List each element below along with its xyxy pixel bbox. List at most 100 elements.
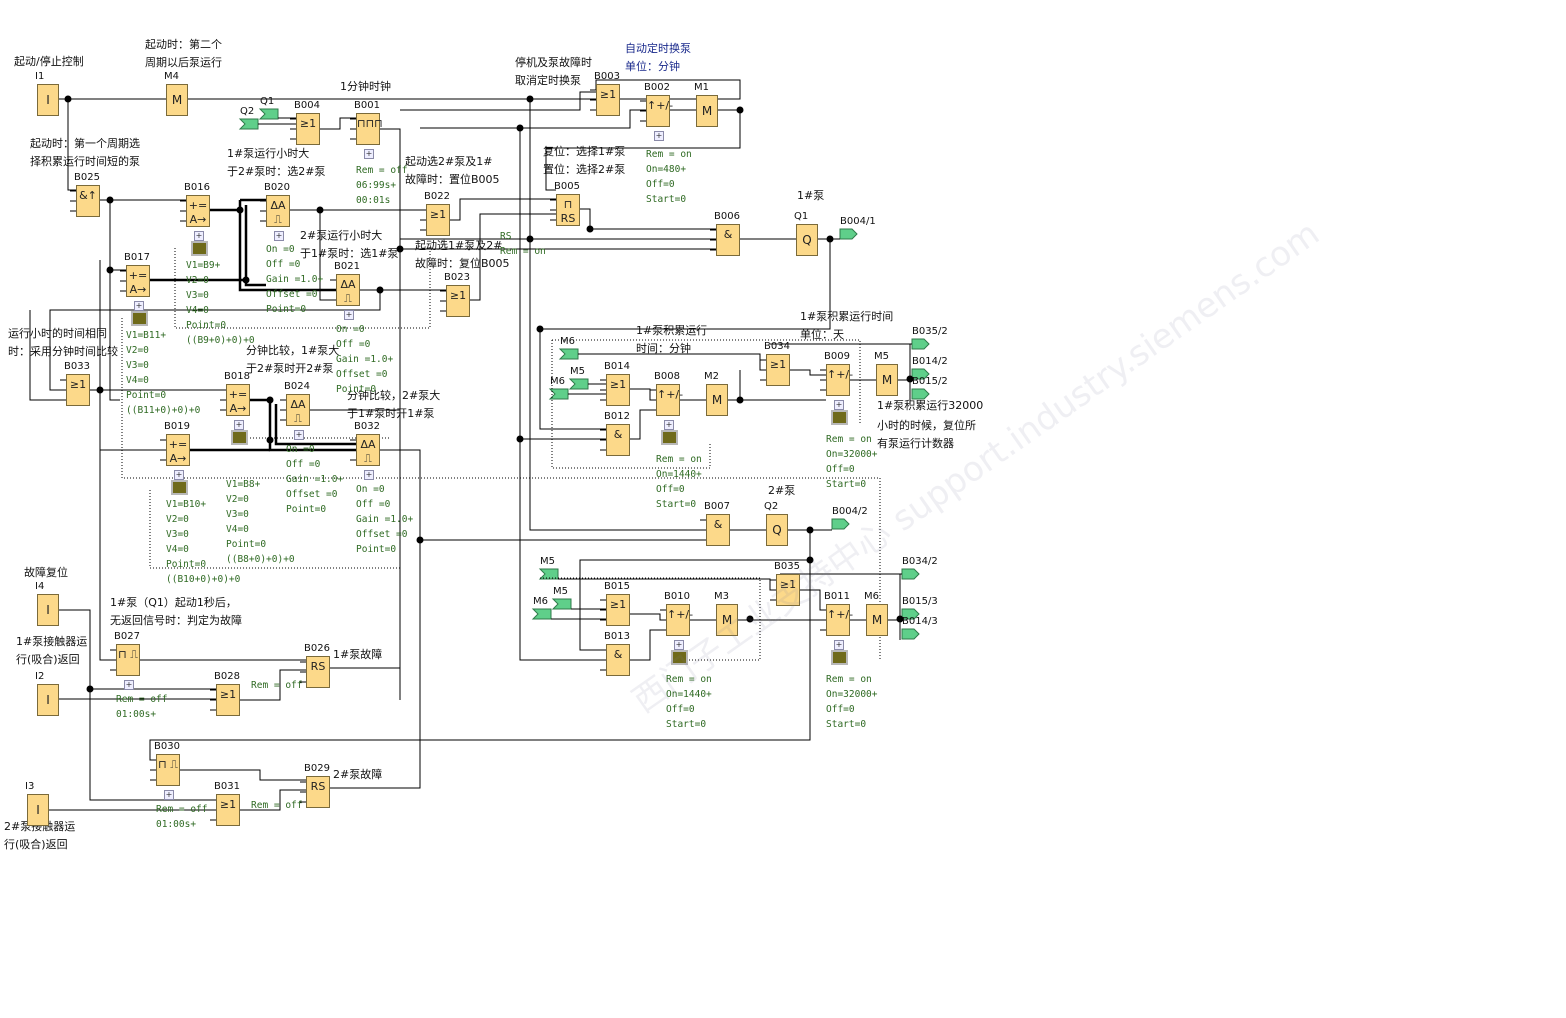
function-block-b035[interactable]: ≥1 [776, 574, 800, 606]
expand-icon[interactable]: + [294, 430, 304, 440]
function-block-b030[interactable]: ⊓ ⎍ [156, 754, 180, 786]
function-block-b021[interactable]: ΔA ⎍ [336, 274, 360, 306]
function-block-b034[interactable]: ≥1 [766, 354, 790, 386]
function-block-b020[interactable]: ΔA ⎍ [266, 195, 290, 227]
block-symbol: ≥1 [609, 378, 627, 391]
function-block-b019[interactable]: += A→ [166, 434, 190, 466]
function-block-q1[interactable]: Q [796, 224, 818, 256]
function-block-b024[interactable]: ΔA ⎍ [286, 394, 310, 426]
function-block-b007[interactable]: & [706, 514, 730, 546]
function-block-b002[interactable]: ↑+/- [646, 95, 673, 127]
expand-icon[interactable]: + [664, 420, 674, 430]
junction-dot [746, 615, 754, 623]
comment-text: 单位：天 [800, 328, 844, 341]
function-block-b026[interactable]: RS [306, 656, 330, 688]
function-block-b014[interactable]: ≥1 [606, 374, 630, 406]
function-block-b001[interactable]: ⊓⊓⊓ [356, 113, 383, 145]
expand-icon[interactable]: + [364, 149, 374, 159]
function-block-i3[interactable]: I [27, 794, 49, 826]
comment-text: 1#泵积累运行 [636, 324, 708, 337]
function-block-b015[interactable]: ≥1 [606, 594, 630, 626]
function-block-b011[interactable]: ↑+/- [826, 604, 853, 636]
function-block-b009[interactable]: ↑+/- [826, 364, 853, 396]
wire [580, 208, 716, 230]
block-parameter: Rem = on [826, 674, 872, 685]
function-block-b017[interactable]: += A→ [126, 265, 150, 297]
block-symbol: ΔA ⎍ [290, 398, 306, 425]
block-id-label: B009 [824, 351, 850, 362]
function-block-b023[interactable]: ≥1 [446, 285, 470, 317]
function-block-m5[interactable]: M [876, 364, 898, 396]
function-block-b022[interactable]: ≥1 [426, 204, 450, 236]
wire [330, 540, 421, 789]
expand-icon[interactable]: + [194, 231, 204, 241]
function-block-b028[interactable]: ≥1 [216, 684, 240, 716]
input-connector-flag-icon[interactable] [558, 348, 579, 360]
function-block-b016[interactable]: += A→ [186, 195, 210, 227]
function-block-i1[interactable]: I [37, 84, 59, 116]
comment-text: 周期以后泵运行 [145, 56, 222, 69]
function-block-b003[interactable]: ≥1 [596, 84, 620, 116]
expand-icon[interactable]: + [834, 400, 844, 410]
output-connector-flag-icon[interactable] [901, 628, 920, 640]
function-block-m3[interactable]: M [716, 604, 738, 636]
function-block-b025[interactable]: &↑ [76, 185, 100, 217]
function-block-m2[interactable]: M [706, 384, 728, 416]
expand-icon[interactable]: + [674, 640, 684, 650]
output-connector-flag-icon[interactable] [911, 338, 930, 350]
output-connector-flag-icon[interactable] [911, 388, 930, 400]
input-connector-flag-icon[interactable] [551, 598, 572, 610]
block-parameter: Rem = off [116, 694, 168, 705]
function-block-q2[interactable]: Q [766, 514, 788, 546]
expand-icon[interactable]: + [274, 231, 284, 241]
block-id-label: B014 [604, 361, 630, 372]
input-connector-flag-icon[interactable] [258, 108, 279, 120]
function-block-i2[interactable]: I [37, 684, 59, 716]
comment-text: 自动定时换泵 [625, 42, 691, 55]
block-id-label: M5 [874, 351, 889, 362]
output-connector-flag-icon[interactable] [901, 568, 920, 580]
wire [545, 109, 741, 191]
expand-icon[interactable]: + [234, 420, 244, 430]
function-block-b005[interactable]: ⊓ RS [556, 194, 580, 226]
input-connector-flag-icon[interactable] [531, 608, 552, 620]
input-connector-flag-icon[interactable] [538, 568, 559, 580]
block-symbol: ≥1 [219, 688, 237, 701]
block-parameter: Point=0 [356, 544, 397, 555]
function-block-m4[interactable]: M [166, 84, 188, 116]
function-block-b032[interactable]: ΔA ⎍ [356, 434, 380, 466]
function-block-b027[interactable]: ⊓ ⎍ [116, 644, 140, 676]
function-block-b006[interactable]: & [716, 224, 740, 256]
block-parameter: Rem = off [251, 800, 303, 811]
expand-icon[interactable]: + [834, 640, 844, 650]
parameter-link-line [149, 490, 400, 569]
function-block-b012[interactable]: & [606, 424, 630, 456]
function-block-m6[interactable]: M [866, 604, 888, 636]
expand-icon[interactable]: + [364, 470, 374, 480]
function-block-m1[interactable]: M [696, 95, 718, 127]
function-block-b033[interactable]: ≥1 [66, 374, 90, 406]
output-connector-flag-icon[interactable] [839, 228, 858, 240]
function-block-b031[interactable]: ≥1 [216, 794, 240, 826]
block-id-label: B005 [554, 181, 580, 192]
function-block-b029[interactable]: RS [306, 776, 330, 808]
connector-label: B004/2 [832, 506, 868, 517]
function-block-b018[interactable]: += A→ [226, 384, 250, 416]
function-block-b010[interactable]: ↑+/- [666, 604, 693, 636]
output-connector-flag-icon[interactable] [831, 518, 850, 530]
block-symbol: ⊓ RS [560, 198, 576, 225]
expand-icon[interactable]: + [124, 680, 134, 690]
function-block-b008[interactable]: ↑+/- [656, 384, 683, 416]
function-block-i4[interactable]: I [37, 594, 59, 626]
expand-icon[interactable]: + [174, 470, 184, 480]
expand-icon[interactable]: + [134, 301, 144, 311]
input-connector-flag-icon[interactable] [548, 388, 569, 400]
expand-icon[interactable]: + [654, 131, 664, 141]
expand-icon[interactable]: + [344, 310, 354, 320]
function-block-b013[interactable]: & [606, 644, 630, 676]
input-connector-flag-icon[interactable] [568, 378, 589, 390]
function-block-b004[interactable]: ≥1 [296, 113, 320, 145]
input-connector-flag-icon[interactable] [238, 118, 259, 130]
expand-icon[interactable]: + [164, 790, 174, 800]
